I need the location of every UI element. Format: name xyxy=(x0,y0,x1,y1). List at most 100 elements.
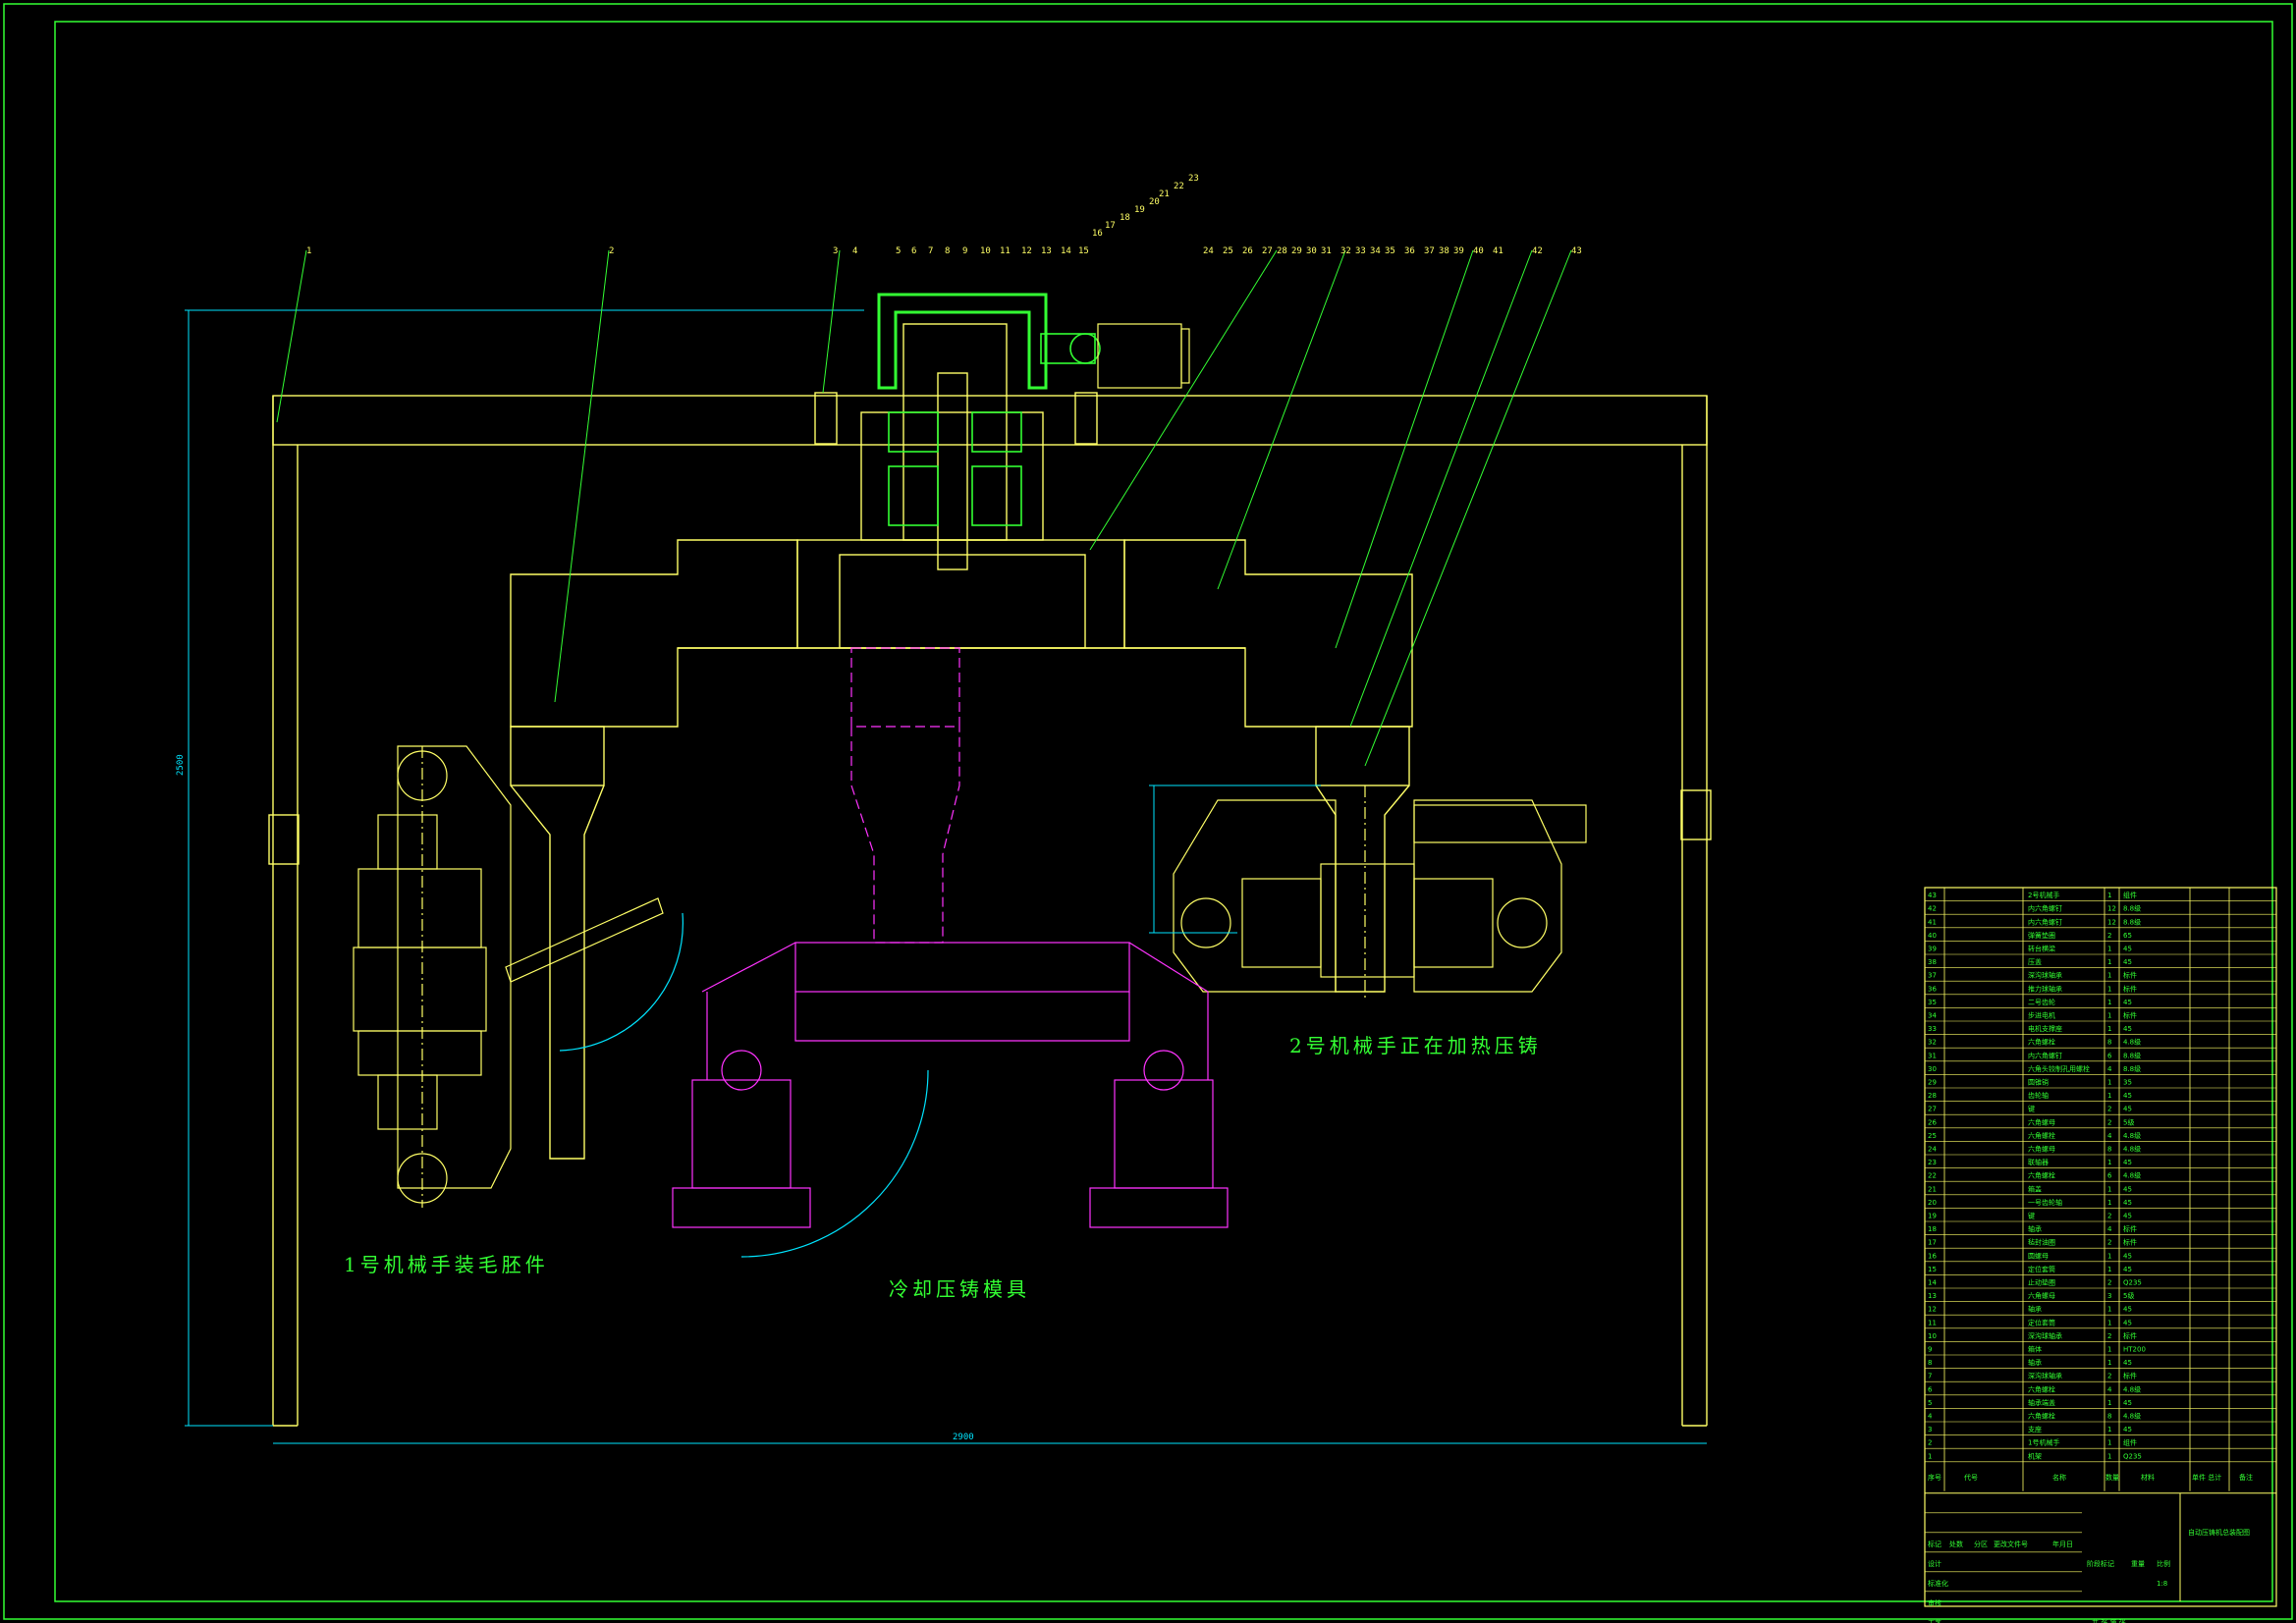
bom-cell: 1 xyxy=(2107,972,2111,980)
bom-cell: 六角螺母 xyxy=(2028,1291,2055,1300)
bom-cell: 28 xyxy=(1928,1092,1937,1100)
balloon-40: 40 xyxy=(1473,246,1484,256)
balloon-10: 10 xyxy=(980,246,991,256)
title-block-text: 设计 xyxy=(1928,1559,1941,1568)
bom-cell: 1 xyxy=(2107,985,2111,993)
balloon-34: 34 xyxy=(1370,246,1381,256)
bom-cell: 4 xyxy=(2107,1132,2112,1140)
stepper-motor xyxy=(1097,323,1190,389)
bom-cell: 压盖 xyxy=(2028,957,2042,966)
bom-cell: 2 xyxy=(2107,1279,2111,1287)
balloon-26: 26 xyxy=(1242,246,1253,256)
bom-cell: 8 xyxy=(1928,1359,1932,1367)
bom-cell: 止动垫圈 xyxy=(2028,1278,2055,1287)
bom-cell: 1 xyxy=(2107,1266,2111,1273)
bom-cell: 定位套筒 xyxy=(2028,1318,2055,1326)
title-block-text: 自动压铸机总装配图 xyxy=(2188,1528,2250,1537)
balloon-1: 1 xyxy=(306,246,311,256)
bom-cell: 45 xyxy=(2123,1185,2132,1193)
balloon-38: 38 xyxy=(1439,246,1449,256)
bom-cell: 2 xyxy=(2107,1332,2111,1340)
balloon-28: 28 xyxy=(1277,246,1287,256)
bom-cell: 轴承 xyxy=(2028,1224,2042,1233)
bom-cell: 8 xyxy=(2107,1039,2111,1047)
bom-cell: 毡封油圈 xyxy=(2028,1238,2055,1247)
bom-cell: 标件 xyxy=(2123,1372,2137,1380)
bom-cell: 轴承 xyxy=(2028,1358,2042,1367)
bom-cell: 31 xyxy=(1928,1052,1937,1059)
bom-cell: 25 xyxy=(1928,1132,1937,1140)
bom-cell: 38 xyxy=(1928,958,1937,966)
bom-cell: 1 xyxy=(2107,1012,2111,1020)
bom-cell: 内六角螺钉 xyxy=(2028,1051,2062,1059)
bom-cell: 轴承 xyxy=(2028,1305,2042,1314)
bom-cell: 2号机械手 xyxy=(2028,891,2059,899)
bom-cell: 45 xyxy=(2123,1252,2132,1260)
bom-cell: 4 xyxy=(2107,1385,2112,1393)
title-block-text: 阶段标记 xyxy=(2087,1559,2114,1568)
bom-cell: 2 xyxy=(2107,1373,2111,1380)
bom-cell: 18 xyxy=(1928,1225,1937,1233)
bom-cell: 30 xyxy=(1928,1065,1937,1073)
balloon-5: 5 xyxy=(896,246,901,256)
bom-cell: 转台横梁 xyxy=(2028,945,2055,953)
title-block-text: 标准化 xyxy=(1928,1579,1948,1588)
bom-cell: 8.8级 xyxy=(2123,1064,2141,1073)
balloon-21: 21 xyxy=(1159,189,1170,199)
balloon-31: 31 xyxy=(1321,246,1332,256)
bom-cell: 10 xyxy=(1928,1332,1937,1340)
bom-cell: 12 xyxy=(2107,905,2116,913)
balloon-18: 18 xyxy=(1120,213,1130,223)
bom-cell: 4.8级 xyxy=(2123,1412,2141,1421)
bom-cell: 65 xyxy=(2123,932,2132,940)
bom-cell: 1 xyxy=(2107,999,2111,1006)
bom-cell: 22 xyxy=(1928,1172,1937,1180)
bom-cell: 1 xyxy=(2107,1252,2111,1260)
bom-cell: 2 xyxy=(2107,1106,2111,1113)
bom-cell: 标件 xyxy=(2123,1331,2137,1340)
bom-cell: 1 xyxy=(2107,1092,2111,1100)
bom-cell: 箱体 xyxy=(2028,1345,2042,1354)
bom-cell: 1 xyxy=(2107,1199,2111,1207)
robot-2 xyxy=(1173,785,1587,1001)
bom-cell: 1 xyxy=(2107,892,2111,899)
balloon-29: 29 xyxy=(1291,246,1302,256)
bom-cell: 15 xyxy=(1928,1266,1937,1273)
bom-header: 数量 xyxy=(2105,1473,2119,1482)
bom-cell: 23 xyxy=(1928,1159,1937,1166)
outer-border xyxy=(3,3,2293,1620)
bom-cell: 6 xyxy=(1928,1385,1933,1393)
bom-cell: 9 xyxy=(1928,1346,1932,1354)
balloon-37: 37 xyxy=(1424,246,1435,256)
bom-cell: 深沟球轴承 xyxy=(2028,971,2062,980)
balloon-16: 16 xyxy=(1092,229,1103,239)
bom-cell: 1 xyxy=(2107,1185,2111,1193)
leader-lines xyxy=(276,249,1572,767)
bom-cell: 标件 xyxy=(2123,1238,2137,1247)
bom-cell: 4 xyxy=(1928,1413,1933,1421)
bom-cell: 3 xyxy=(2107,1292,2111,1300)
bom-cell: 19 xyxy=(1928,1213,1937,1220)
bom-cell: 45 xyxy=(2123,1319,2132,1326)
bom-cell: 2 xyxy=(2107,1239,2111,1247)
balloon-6: 6 xyxy=(911,246,916,256)
balloon-20: 20 xyxy=(1149,197,1160,207)
bom-cell: 4 xyxy=(2107,1225,2112,1233)
bom-cell: 齿轮轴 xyxy=(2028,1091,2049,1100)
bom-cell: 1 xyxy=(2107,1399,2111,1407)
bom-cell: 1 xyxy=(2107,1346,2111,1354)
title-block-text: 更改文件号 xyxy=(1994,1540,2028,1548)
bom-cell: 六角螺栓 xyxy=(2028,1038,2055,1047)
bom-cell: 标件 xyxy=(2123,971,2137,980)
balloon-32: 32 xyxy=(1340,246,1351,256)
balloon-3: 3 xyxy=(833,246,838,256)
bom-cell: 2 xyxy=(2107,932,2111,940)
bom-header: 单件 总计 xyxy=(2192,1473,2221,1482)
bom-cell: 六角螺母 xyxy=(2028,1117,2055,1126)
bom-cell: 轴承端盖 xyxy=(2028,1398,2055,1407)
bom-cell: 45 xyxy=(2123,1106,2132,1113)
bom-cell: 1 xyxy=(2107,1079,2111,1087)
bom-cell: 六角螺栓 xyxy=(2028,1171,2055,1180)
balloon-27: 27 xyxy=(1262,246,1273,256)
